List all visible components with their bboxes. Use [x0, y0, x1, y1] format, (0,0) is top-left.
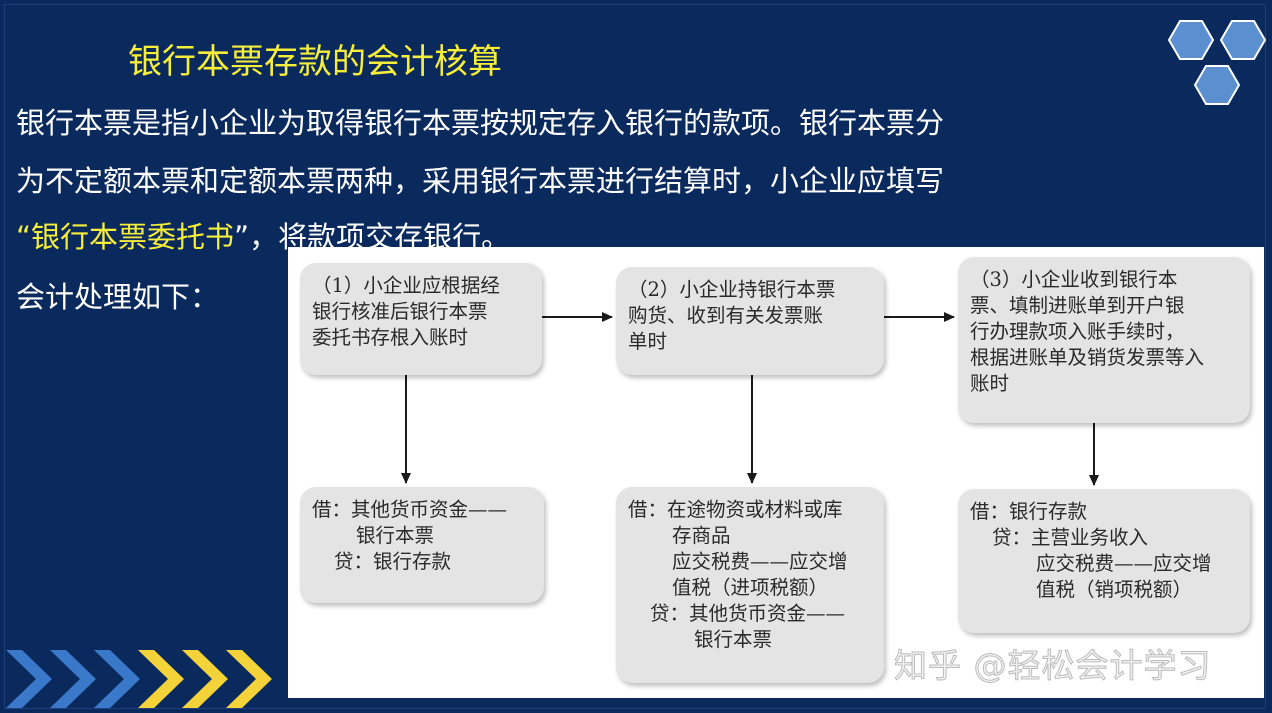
entry3-line: 借：银行存款 — [970, 500, 1088, 523]
watermark-text: 知乎 @轻松会计学习 — [894, 646, 1212, 686]
flow-step-1: （1）小企业应根据经 银行核准后银行本票 委托书存根入账时 — [300, 263, 542, 375]
hexagon-1 — [1167, 20, 1215, 60]
paragraph-line-4: 会计处理如下： — [16, 280, 220, 314]
entry1-line: 贷：银行存款 — [334, 550, 452, 573]
step1-line: 银行核准后银行本票 — [312, 300, 488, 323]
flowchart-panel: （1）小企业应根据经 银行核准后银行本票 委托书存根入账时 （2）小企业持银行本… — [288, 247, 1264, 698]
entry2-line: 银行本票 — [694, 628, 773, 651]
step3-line: 根据进账单及销货发票等入 — [970, 346, 1205, 369]
hexagon-3 — [1193, 65, 1241, 105]
step3-line: 账时 — [970, 372, 1010, 395]
entry2-line: 应交税费——应交增 — [672, 550, 848, 573]
entry1-line: 借：其他货币资金—— — [312, 498, 508, 521]
journal-entry-3: 借：银行存款 贷：主营业务收入 应交税费——应交增 值税（销项税额） — [958, 489, 1250, 633]
slide-frame — [4, 4, 1266, 709]
chevron-arrows-icon — [6, 650, 272, 708]
step2-line: 购货、收到有关发票账 — [628, 304, 824, 327]
quote-open: “ — [16, 220, 32, 254]
step2-line: 单时 — [628, 330, 668, 353]
highlight-term: 银行本票委托书 — [31, 220, 235, 254]
journal-entry-2: 借：在途物资或材料或库 存商品 应交税费——应交增 值税（进项税额） 贷：其他货… — [616, 487, 884, 683]
step3-line: 票、填制进账单到开户银 — [970, 294, 1185, 317]
entry2-line: 借：在途物资或材料或库 — [628, 498, 843, 521]
paragraph-line-2: 为不定额本票和定额本票两种，采用银行本票进行结算时，小企业应填写 — [16, 164, 945, 198]
entry2-line: 贷：其他货币资金—— — [650, 602, 846, 625]
entry1-line: 银行本票 — [356, 524, 435, 547]
flow-arrows — [401, 312, 1099, 486]
entry2-line: 存商品 — [672, 524, 731, 547]
hexagon-decoration-icon — [1167, 20, 1267, 105]
paragraph-line-1: 银行本票是指小企业为取得银行本票按规定存入银行的款项。银行本票分 — [16, 106, 945, 140]
entry2-line: 值税（进项税额） — [672, 576, 829, 599]
chevron-6 — [226, 650, 272, 708]
chevron-5 — [182, 650, 228, 708]
chevron-2 — [50, 650, 96, 708]
step3-line: 行办理款项入账手续时， — [970, 320, 1185, 343]
step2-line: （2）小企业持银行本票 — [628, 278, 836, 301]
hexagon-2 — [1219, 20, 1267, 60]
step1-line: 委托书存根入账时 — [312, 326, 469, 349]
entry3-line: 贷：主营业务收入 — [992, 526, 1149, 549]
entry3-line: 应交税费——应交增 — [1036, 552, 1212, 575]
chevron-1 — [6, 650, 52, 708]
flow-step-2: （2）小企业持银行本票 购货、收到有关发票账 单时 — [616, 267, 884, 375]
chevron-3 — [94, 650, 140, 708]
flow-step-3: （3）小企业收到银行本 票、填制进账单到开户银 行办理款项入账手续时， 根据进账… — [958, 257, 1250, 423]
step3-line: （3）小企业收到银行本 — [970, 268, 1178, 291]
slide-title: 银行本票存款的会计核算 — [128, 42, 502, 82]
journal-entry-1: 借：其他货币资金—— 银行本票 贷：银行存款 — [300, 487, 544, 603]
chevron-4 — [138, 650, 184, 708]
entry3-line: 值税（销项税额） — [1036, 578, 1193, 601]
step1-line: （1）小企业应根据经 — [312, 274, 500, 297]
